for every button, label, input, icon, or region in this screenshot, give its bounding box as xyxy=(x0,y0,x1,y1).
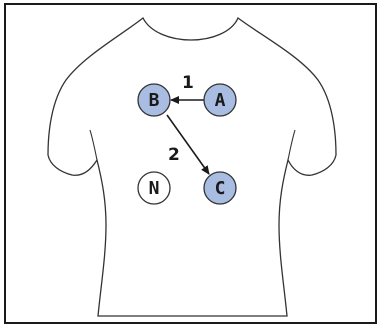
node-a-circle xyxy=(203,83,237,117)
node-b[interactable]: B xyxy=(137,83,171,117)
node-c-circle xyxy=(203,171,237,205)
node-c[interactable]: C xyxy=(203,171,237,205)
node-n-label: N xyxy=(149,178,160,199)
node-a[interactable]: A xyxy=(203,83,237,117)
node-n[interactable]: N xyxy=(137,171,171,205)
edge-b-to-c xyxy=(166,114,210,175)
node-c-label: C xyxy=(215,178,226,199)
left-armpit-line xyxy=(89,129,98,161)
node-n-circle xyxy=(137,171,171,205)
edge-label-2: 2 xyxy=(168,145,180,165)
torso-outline xyxy=(47,16,337,317)
node-a-label: A xyxy=(215,90,226,111)
edge-label-1: 1 xyxy=(182,73,194,93)
right-armpit-line xyxy=(287,129,296,161)
node-b-label: B xyxy=(149,90,160,111)
node-b-circle xyxy=(137,83,171,117)
